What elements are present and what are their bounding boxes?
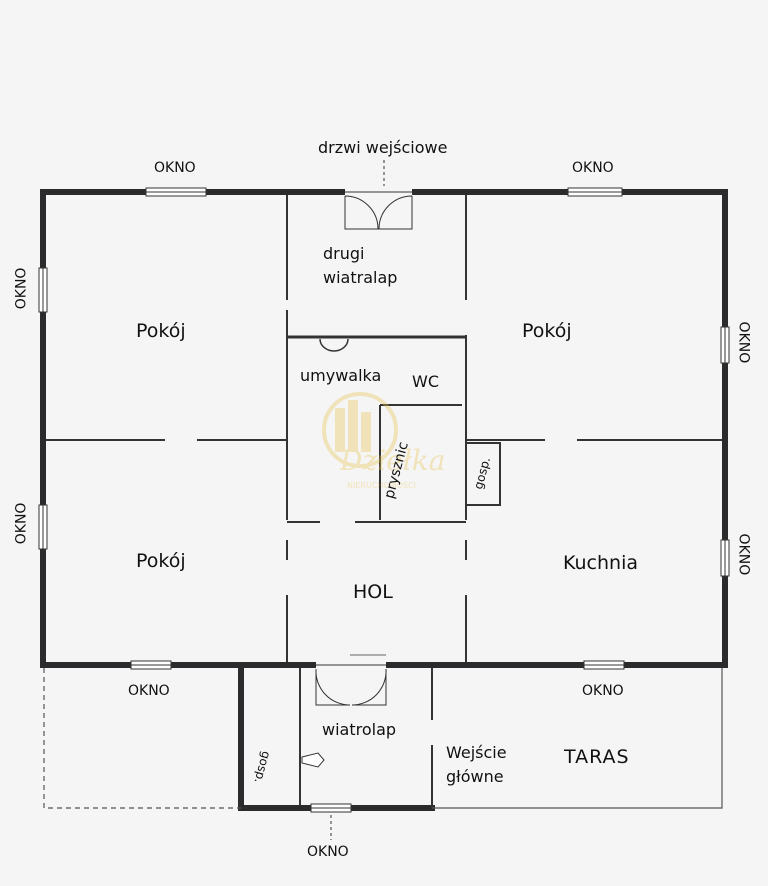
washbasin-label: umywalka <box>300 366 382 385</box>
wc-label: WC <box>412 372 439 391</box>
window-label-bottom-left: OKNO <box>128 683 170 699</box>
window-label-right-upper: OKNO <box>735 321 752 364</box>
entrance-label: drzwi wejściowe <box>318 138 448 157</box>
window-label-top-left: OKNO <box>154 160 196 176</box>
window-label-right-lower: OKNO <box>735 533 752 576</box>
room-label-top-left: Pokój <box>136 320 186 342</box>
main-entrance-label-1: Wejście <box>446 743 507 762</box>
kitchen-label: Kuchnia <box>563 552 639 574</box>
window-label-left-upper: OKNO <box>13 267 30 310</box>
terrace-label: TARAS <box>564 746 630 768</box>
svg-text:Dziełka: Dziełka <box>339 444 445 477</box>
windows <box>38 187 730 813</box>
window-label-vestibule: OKNO <box>307 844 349 860</box>
vestibule-label: wiatrolap <box>322 720 397 739</box>
main-entrance-label-2: główne <box>446 767 504 786</box>
hall-label: HOL <box>353 581 393 603</box>
room-label-bottom-left: Pokój <box>136 550 186 572</box>
entrance-door-top <box>344 160 413 230</box>
room-label-top-right: Pokój <box>522 320 572 342</box>
window-label-bottom-right: OKNO <box>582 683 624 699</box>
second-vestibule-label-1: drugi <box>323 244 365 263</box>
svg-text:NIERUCHOMOŚCI: NIERUCHOMOŚCI <box>347 479 416 490</box>
terrace-outline <box>43 668 723 809</box>
watermark-logo: Dziełka NIERUCHOMOŚCI <box>322 392 445 490</box>
vestibule-door <box>315 654 387 840</box>
closet-door-icon <box>301 752 325 768</box>
window-label-top-right: OKNO <box>572 160 614 176</box>
window-label-left-lower: OKNO <box>13 502 30 545</box>
washbasin-icon <box>319 338 349 352</box>
interior-walls <box>46 195 722 808</box>
second-vestibule-label-2: wiatralap <box>323 268 398 287</box>
